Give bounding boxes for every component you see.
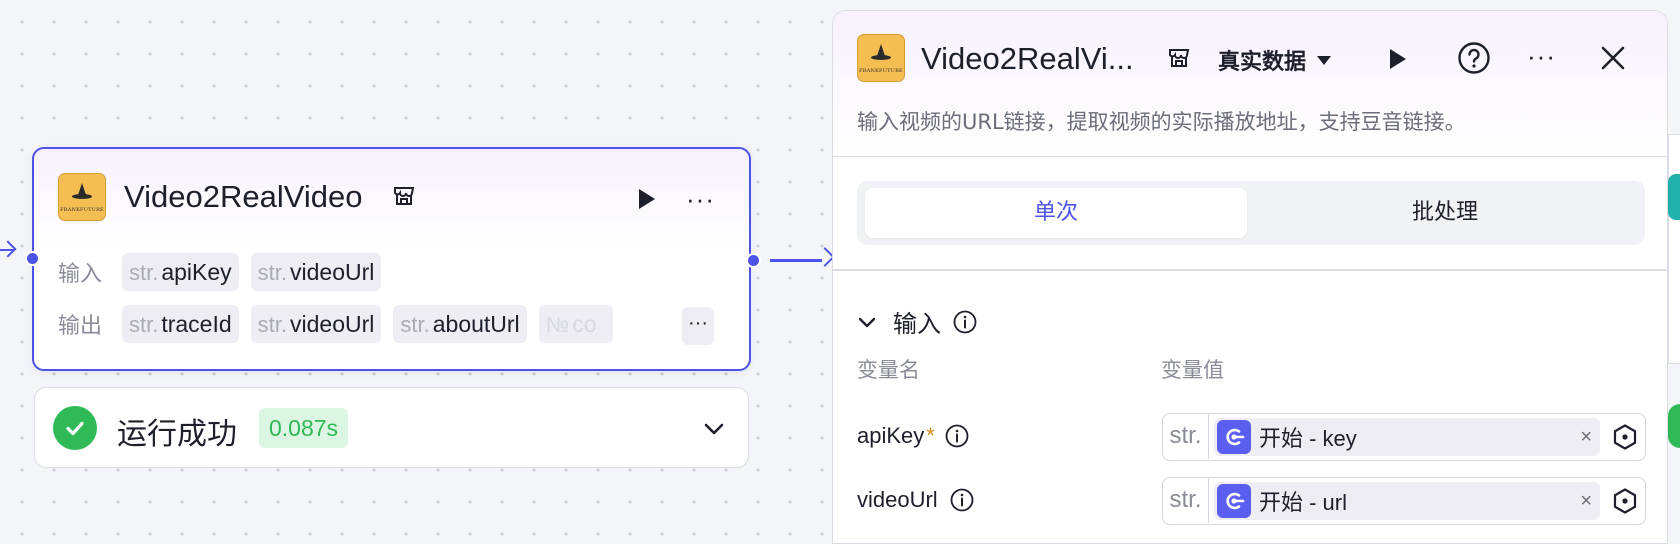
run-node-button[interactable]	[634, 187, 658, 215]
success-check-icon	[53, 406, 97, 450]
input-tag: str.apiKey	[122, 253, 239, 291]
data-mode-select[interactable]: 真实数据	[1218, 44, 1332, 76]
column-header-value: 变量值	[1161, 358, 1224, 382]
incoming-edge	[0, 249, 14, 251]
reference-label: 开始 - url	[1259, 490, 1348, 515]
info-icon[interactable]	[950, 488, 974, 512]
start-node-icon	[1217, 420, 1251, 454]
variable-picker-icon[interactable]	[1611, 487, 1639, 519]
close-icon[interactable]	[1599, 44, 1627, 76]
section-divider	[833, 269, 1667, 271]
logo-text: FRANKFUTURE	[60, 206, 104, 213]
adjacent-node-edge	[1668, 134, 1680, 364]
outputs-more-button[interactable]: ···	[682, 307, 714, 345]
required-mark: *	[926, 423, 935, 448]
variable-reference-chip[interactable]: 开始 - url ×	[1214, 482, 1600, 520]
variable-type[interactable]: str.	[1163, 414, 1209, 459]
variable-reference-chip[interactable]: 开始 - key ×	[1214, 418, 1600, 456]
variable-row: videoUrl str. 开始 - url ×	[857, 477, 1647, 525]
plugin-description: 输入视频的URL链接，提取视频的实际播放地址，支持豆音链接。	[857, 110, 1466, 134]
inputs-label: 输入	[58, 262, 103, 287]
logo-text: FRANKFUTURE	[859, 67, 903, 74]
node-more-button[interactable]: ···	[686, 184, 715, 214]
node-inputs-row: 输入 str.apiKey str.videoUrl	[58, 253, 393, 291]
wizard-hat-icon	[71, 182, 93, 205]
tab-batch[interactable]: 批处理	[1411, 200, 1478, 225]
clear-reference-button[interactable]: ×	[1580, 490, 1592, 512]
node-outputs-row: 输出 str.traceId str.videoUrl str.aboutUrl…	[58, 305, 625, 343]
column-header-name: 变量名	[857, 358, 920, 382]
status-text: 运行成功	[117, 417, 237, 452]
info-icon[interactable]	[953, 310, 977, 334]
tab-single[interactable]: 单次	[865, 188, 1247, 238]
store-icon	[1167, 46, 1191, 74]
node-input-port[interactable]	[25, 251, 40, 266]
start-node-icon	[1217, 484, 1251, 518]
variable-name: videoUrl	[857, 487, 974, 513]
workflow-node[interactable]: FRANKFUTURE Video2RealVideo ··· 输入 str.a…	[32, 147, 751, 371]
variable-picker-icon[interactable]	[1611, 423, 1639, 455]
reference-label: 开始 - key	[1259, 426, 1357, 451]
node-title: Video2RealVideo	[124, 179, 363, 214]
variable-value-field[interactable]: str. 开始 - url ×	[1162, 477, 1646, 525]
node-detail-panel: FRANKFUTURE Video2RealVi... 真实数据 ··· 输入视…	[832, 10, 1668, 544]
outputs-label: 输出	[58, 314, 103, 339]
help-icon[interactable]	[1457, 41, 1491, 79]
variable-row: apiKey* str. 开始 - key ×	[857, 413, 1647, 461]
plugin-logo: FRANKFUTURE	[857, 34, 905, 82]
test-run-button[interactable]	[1385, 47, 1409, 75]
incoming-edge-arrow	[0, 240, 17, 258]
run-duration-badge: 0.087s	[259, 408, 349, 448]
chevron-down-icon[interactable]	[701, 416, 727, 446]
panel-title: Video2RealVi...	[921, 41, 1134, 76]
caret-down-icon	[1317, 56, 1332, 65]
data-mode-value: 真实数据	[1218, 50, 1307, 75]
variable-value-field[interactable]: str. 开始 - key ×	[1162, 413, 1646, 461]
clear-reference-button[interactable]: ×	[1580, 426, 1592, 448]
input-section-header[interactable]: 输入	[857, 304, 977, 339]
output-tag: str.traceId	[122, 305, 239, 343]
input-section-title: 输入	[893, 310, 941, 338]
node-output-port[interactable]	[746, 253, 761, 268]
input-tag: str.videoUrl	[250, 253, 382, 291]
output-tag: str.aboutUrl	[393, 305, 527, 343]
chevron-down-icon[interactable]	[857, 312, 877, 332]
variable-type[interactable]: str.	[1163, 478, 1209, 523]
wizard-hat-icon	[870, 43, 892, 66]
variable-name: apiKey*	[857, 423, 969, 449]
run-status-bar[interactable]: 运行成功 0.087s	[34, 387, 749, 468]
plugin-logo: FRANKFUTURE	[58, 173, 106, 221]
output-tag: str.videoUrl	[250, 305, 382, 343]
adjacent-status-icon	[1668, 404, 1680, 448]
info-icon[interactable]	[945, 424, 969, 448]
outgoing-edge	[770, 259, 822, 262]
run-mode-tabs: 单次 批处理	[857, 181, 1645, 245]
store-icon	[392, 184, 416, 212]
panel-more-button[interactable]: ···	[1527, 41, 1556, 71]
adjacent-node-icon	[1668, 174, 1680, 220]
panel-header: FRANKFUTURE Video2RealVi... 真实数据 ··· 输入视…	[833, 11, 1667, 157]
